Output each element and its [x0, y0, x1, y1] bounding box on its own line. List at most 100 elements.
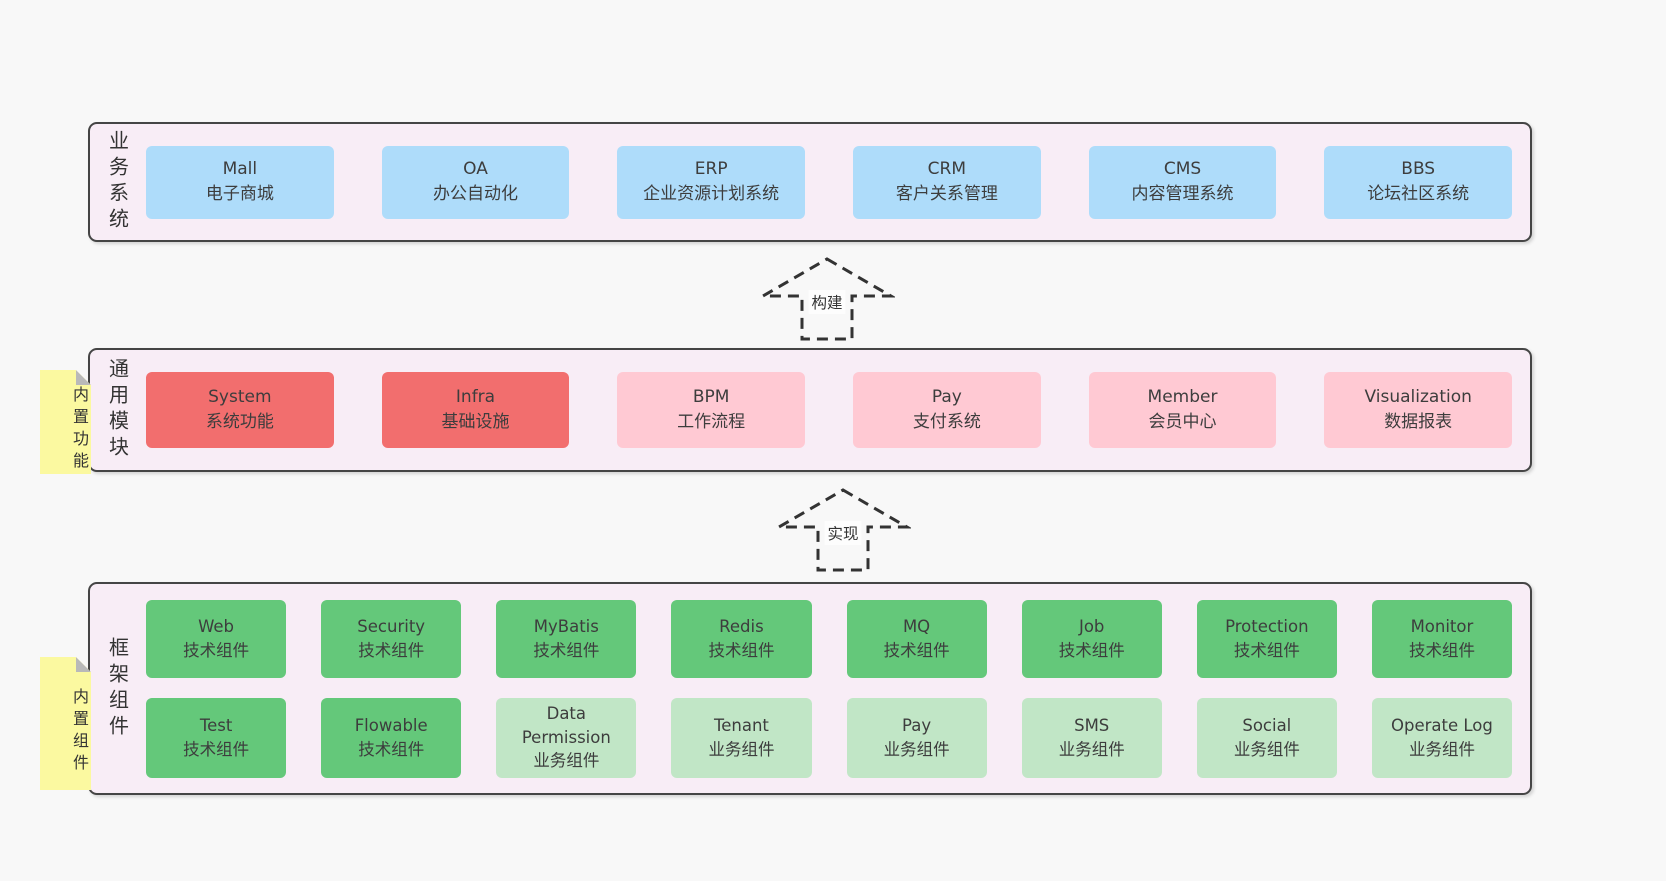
box-subtitle: 技术组件 — [1233, 640, 1300, 660]
framework-row-1: Web 技术组件 Security 技术组件 MyBatis 技术组件 Redi… — [146, 599, 1512, 678]
box-social: Social 业务组件 — [1196, 697, 1337, 778]
business-boxes: Mall 电子商城 OA 办公自动化 ERP 企业资源计划系统 CRM 客户关系… — [146, 124, 1530, 240]
box-title: Test — [199, 715, 233, 735]
box-sms: SMS 业务组件 — [1021, 697, 1162, 778]
box-subtitle: 业务组件 — [1408, 739, 1475, 759]
implement-arrow-label: 实现 — [824, 521, 862, 546]
common-modules-panel: 内置功能 通用模块 System 系统功能 Infra 基础设施 BPM 工作流… — [88, 348, 1532, 472]
box-title: MyBatis — [533, 616, 599, 636]
box-title: ERP — [694, 158, 728, 179]
box-job: Job 技术组件 — [1021, 599, 1162, 678]
box-subtitle: 业务组件 — [533, 751, 600, 771]
modules-boxes: System 系统功能 Infra 基础设施 BPM 工作流程 Pay 支付系统… — [146, 350, 1530, 470]
box-system: System 系统功能 — [146, 372, 334, 448]
box-data-permission: Data Permission 业务组件 — [496, 697, 637, 778]
box-subtitle: 业务组件 — [883, 739, 950, 759]
box-title: Mall — [222, 158, 258, 179]
box-bbs: BBS 论坛社区系统 — [1324, 145, 1513, 219]
box-operate-log: Operate Log 业务组件 — [1371, 697, 1512, 778]
box-subtitle: 办公自动化 — [433, 184, 518, 204]
box-title: Protection — [1225, 616, 1309, 636]
box-subtitle: 技术组件 — [708, 640, 775, 660]
framework-panel-label: 框架组件 — [105, 636, 130, 741]
box-bpm: BPM 工作流程 — [617, 372, 806, 448]
box-protection: Protection 技术组件 — [1196, 599, 1337, 678]
box-subtitle: 技术组件 — [1058, 640, 1125, 660]
implement-arrow: 实现 — [775, 487, 911, 573]
box-title: Pay — [902, 715, 932, 735]
box-title: CMS — [1163, 158, 1202, 179]
box-subtitle: 业务组件 — [708, 739, 775, 759]
box-title: CRM — [927, 158, 967, 179]
box-title: Job — [1078, 616, 1105, 636]
box-title: Visualization — [1364, 386, 1472, 407]
box-subtitle: 基础设施 — [441, 412, 510, 432]
box-title: Operate Log — [1391, 715, 1493, 735]
box-title: Data Permission — [521, 703, 611, 747]
box-member: Member 会员中心 — [1088, 372, 1277, 448]
box-test: Test 技术组件 — [146, 697, 287, 778]
box-title: Tenant — [713, 715, 769, 735]
box-subtitle: 业务组件 — [1058, 739, 1125, 759]
box-pay-component: Pay 业务组件 — [846, 697, 987, 778]
box-redis: Redis 技术组件 — [671, 599, 812, 678]
builtin-features-note: 内置功能 — [40, 370, 91, 474]
box-title: Redis — [719, 616, 764, 636]
box-crm: CRM 客户关系管理 — [853, 145, 1041, 219]
box-title: BBS — [1401, 158, 1436, 179]
box-erp: ERP 企业资源计划系统 — [617, 145, 806, 219]
box-title: Security — [357, 616, 426, 636]
box-title: Flowable — [354, 715, 428, 735]
framework-boxes: Web 技术组件 Security 技术组件 MyBatis 技术组件 Redi… — [146, 584, 1530, 793]
box-mall: Mall 电子商城 — [146, 145, 334, 219]
box-title: Monitor — [1410, 616, 1474, 636]
box-subtitle: 技术组件 — [358, 739, 425, 759]
box-security: Security 技术组件 — [321, 599, 462, 678]
box-title: BPM — [692, 386, 730, 407]
box-subtitle: 企业资源计划系统 — [643, 184, 780, 204]
box-tenant: Tenant 业务组件 — [671, 697, 812, 778]
box-subtitle: 技术组件 — [1408, 640, 1475, 660]
box-subtitle: 技术组件 — [183, 739, 250, 759]
box-subtitle: 技术组件 — [533, 640, 600, 660]
box-subtitle: 电子商城 — [205, 184, 274, 204]
box-mq: MQ 技术组件 — [846, 599, 987, 678]
box-title: Infra — [455, 386, 496, 407]
modules-panel-label: 通用模块 — [105, 358, 130, 462]
box-title: SMS — [1074, 715, 1110, 735]
framework-row-2: Test 技术组件 Flowable 技术组件 Data Permission … — [146, 697, 1512, 778]
box-subtitle: 技术组件 — [883, 640, 950, 660]
box-visualization: Visualization 数据报表 — [1324, 372, 1513, 448]
box-subtitle: 论坛社区系统 — [1367, 184, 1470, 204]
framework-components-panel: 内置组件 框架组件 Web 技术组件 Security 技术组件 MyBatis… — [88, 582, 1532, 795]
builtin-components-note: 内置组件 — [40, 657, 91, 790]
build-arrow: 构建 — [759, 256, 895, 342]
box-subtitle: 工作流程 — [677, 412, 746, 432]
box-title: MQ — [902, 616, 931, 636]
box-pay-module: Pay 支付系统 — [853, 372, 1041, 448]
box-title: System — [208, 386, 272, 407]
box-cms: CMS 内容管理系统 — [1088, 145, 1277, 219]
box-oa: OA 办公自动化 — [381, 145, 570, 219]
box-subtitle: 客户关系管理 — [895, 184, 998, 204]
box-flowable: Flowable 技术组件 — [321, 697, 462, 778]
box-title: Web — [198, 616, 235, 636]
box-subtitle: 技术组件 — [358, 640, 425, 660]
box-subtitle: 会员中心 — [1148, 412, 1217, 432]
box-title: Member — [1147, 386, 1218, 407]
box-subtitle: 内容管理系统 — [1131, 184, 1234, 204]
box-subtitle: 技术组件 — [183, 640, 250, 660]
box-subtitle: 支付系统 — [912, 412, 981, 432]
box-subtitle: 数据报表 — [1384, 412, 1453, 432]
box-title: Social — [1242, 715, 1292, 735]
up-arrow-icon — [759, 257, 895, 341]
box-web: Web 技术组件 — [146, 599, 287, 678]
up-arrow-icon — [775, 488, 911, 572]
box-title: Pay — [931, 386, 962, 407]
box-mybatis: MyBatis 技术组件 — [496, 599, 637, 678]
box-monitor: Monitor 技术组件 — [1371, 599, 1512, 678]
business-panel-label: 业务系统 — [105, 130, 130, 234]
box-subtitle: 业务组件 — [1233, 739, 1300, 759]
box-infra: Infra 基础设施 — [381, 372, 570, 448]
